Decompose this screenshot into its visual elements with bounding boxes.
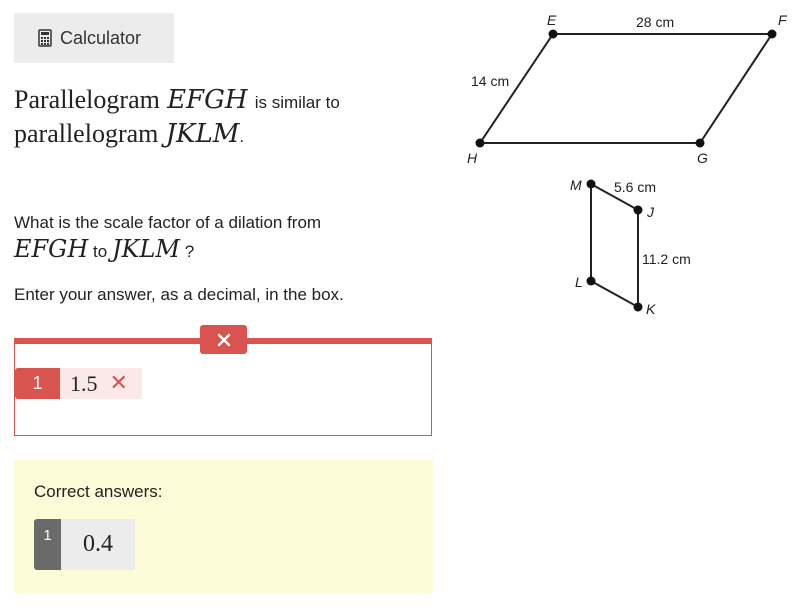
correct-answers-label: Correct answers: (34, 482, 163, 501)
question-title: Parallelogram EFGH is similar to paralle… (14, 85, 340, 149)
label-j: J (646, 204, 655, 220)
response-value: 1.5 (70, 370, 98, 396)
vertex-h (475, 138, 485, 148)
label-mj-length: 5.6 cm (614, 179, 656, 195)
parallelogram-jklm (590, 182, 639, 309)
response-index: 1 (15, 368, 60, 399)
parallelogram-efgh (478, 33, 774, 144)
correct-answer-chip: 1 0.4 (34, 519, 135, 570)
vertex-f (767, 29, 777, 39)
label-k: K (646, 301, 656, 317)
calculator-label: Calculator (60, 27, 142, 48)
label-jk-length: 11.2 cm (642, 251, 691, 267)
vertex-g (695, 138, 705, 148)
calculator-button[interactable]: Calculator (14, 13, 174, 63)
label-eh-length: 14 cm (471, 73, 509, 89)
response-value-wrap: 1.5 ✕ (60, 368, 142, 399)
question-prompt: What is the scale factor of a dilation f… (14, 213, 322, 263)
label-g: G (697, 150, 708, 166)
instruction-text: Enter your answer, as a decimal, in the … (14, 285, 344, 304)
incorrect-badge (200, 325, 247, 354)
vertex-e (548, 29, 558, 39)
label-e: E (547, 12, 557, 28)
label-ef-length: 28 cm (636, 14, 674, 30)
label-l: L (575, 274, 583, 290)
correct-answers-panel: Correct answers: 1 0.4 (14, 460, 433, 593)
correct-answer-value: 0.4 (61, 519, 135, 570)
vertex-m (586, 179, 596, 189)
label-f: F (778, 12, 788, 28)
label-m: M (570, 177, 582, 193)
vertex-k (633, 302, 643, 312)
label-h: H (467, 150, 478, 166)
vertex-j (633, 205, 643, 215)
calculator-icon (38, 29, 52, 47)
close-icon (217, 333, 230, 346)
incorrect-icon: ✕ (109, 371, 128, 396)
correct-answer-index: 1 (34, 519, 61, 570)
vertex-l (586, 276, 596, 286)
response-chip[interactable]: 1 1.5 ✕ (15, 368, 142, 399)
